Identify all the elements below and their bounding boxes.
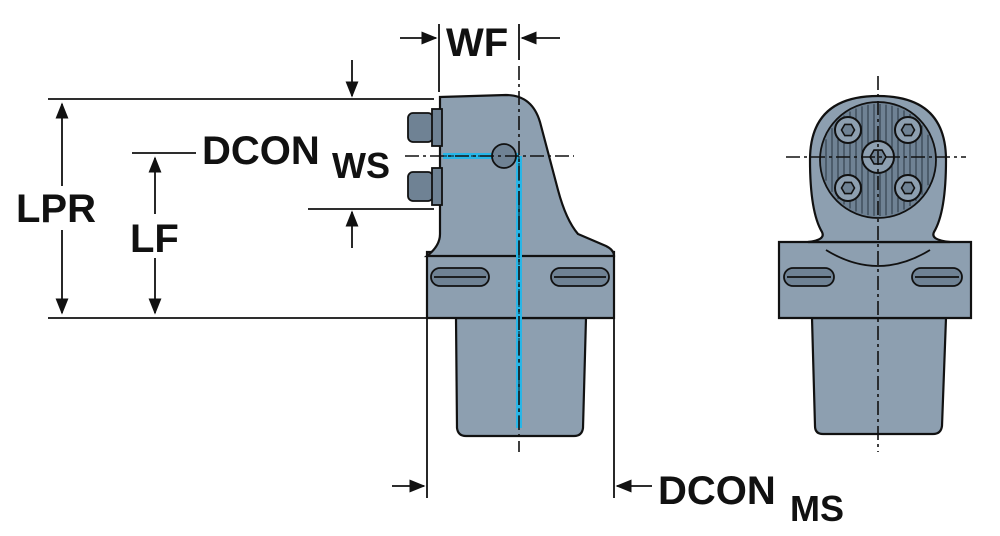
label-lpr: LPR xyxy=(16,187,96,231)
side-screw-top-cap xyxy=(431,108,443,147)
label-wf: WF xyxy=(446,21,508,65)
side-view xyxy=(405,66,616,452)
front-view xyxy=(777,76,973,452)
front-bolt xyxy=(894,116,922,144)
label-dcon-ws: DCON xyxy=(202,129,320,173)
label-dcon-ms: DCON xyxy=(658,469,776,513)
side-screw-bottom xyxy=(407,171,434,202)
front-bolt xyxy=(894,174,922,202)
front-shank xyxy=(810,316,948,436)
label-dcon-ms-subscript: MS xyxy=(790,488,844,529)
label-dcon-ws-subscript: WS xyxy=(332,145,390,186)
side-screw-top xyxy=(407,112,434,143)
side-screw-bottom-cap xyxy=(431,167,443,206)
front-bolt xyxy=(834,174,862,202)
dimensions xyxy=(14,24,652,498)
front-bolt xyxy=(834,116,862,144)
label-lf: LF xyxy=(130,217,179,261)
